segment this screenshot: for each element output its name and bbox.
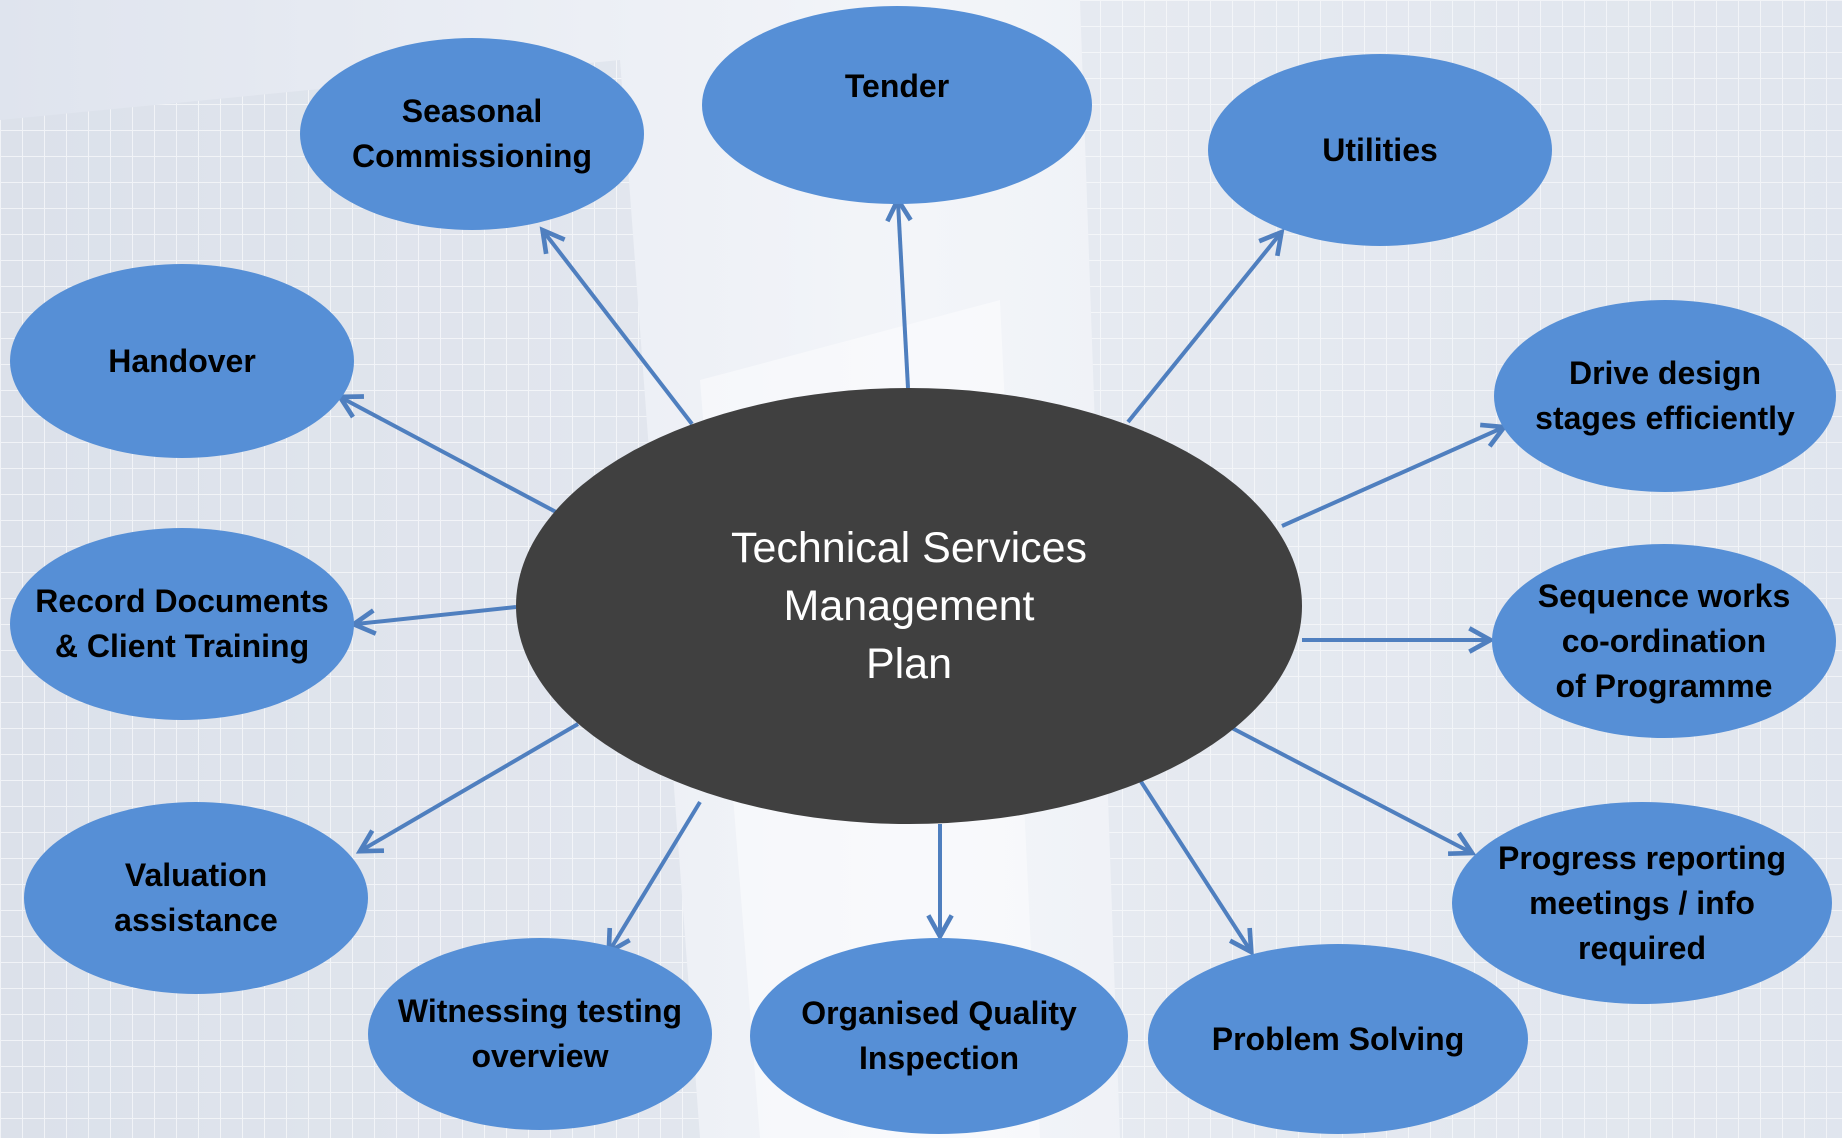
arrow-to-seasonal-commissioning xyxy=(544,232,694,426)
node-drive-design: Drive design stages efficiently xyxy=(1494,300,1836,492)
node-label: Utilities xyxy=(1322,131,1438,168)
arrow-to-valuation xyxy=(362,722,580,850)
node-quality-inspection: Organised Quality Inspection xyxy=(750,938,1128,1134)
node-label: Drive design stages efficiently xyxy=(1535,355,1795,436)
node-witnessing-testing: Witnessing testing overview xyxy=(368,938,712,1130)
node-label: Seasonal Commissioning xyxy=(351,93,592,174)
central-node-label: Technical Services Management Plan xyxy=(730,524,1088,688)
node-label: Valuation assistance xyxy=(114,857,278,938)
arrow-to-tender xyxy=(898,202,908,389)
node-label: Organised Quality Inspection xyxy=(801,995,1077,1076)
node-tender: Tender xyxy=(702,6,1092,204)
node-label: Tender xyxy=(844,68,950,104)
central-node: Technical Services Management Plan xyxy=(516,388,1302,824)
node-seasonal-commissioning: Seasonal Commissioning xyxy=(300,38,644,230)
node-label: Problem Solving xyxy=(1211,1020,1465,1057)
node-valuation: Valuation assistance xyxy=(24,802,368,994)
arrow-to-progress-reporting xyxy=(1231,726,1470,852)
node-label: Witnessing testing overview xyxy=(397,993,683,1074)
node-handover: Handover xyxy=(10,264,354,458)
arrow-to-utilities xyxy=(1126,234,1280,424)
arrow-to-handover xyxy=(342,398,557,514)
node-label: Record Documents & Client Training xyxy=(35,583,329,664)
node-label: Handover xyxy=(108,342,256,379)
arrow-to-record-documents xyxy=(356,605,517,624)
node-label: Sequence works co-ordination of Programm… xyxy=(1537,577,1791,704)
arrow-to-problem-solving xyxy=(1138,778,1250,950)
node-utilities: Utilities xyxy=(1208,54,1552,246)
arrow-to-drive-design xyxy=(1281,428,1502,528)
node-progress-reporting: Progress reporting meetings / info requi… xyxy=(1452,802,1832,1004)
node-problem-solving: Problem Solving xyxy=(1148,944,1528,1134)
node-record-documents: Record Documents & Client Training xyxy=(10,528,354,720)
node-label: Progress reporting meetings / info requi… xyxy=(1497,839,1787,966)
arrow-to-witnessing-testing xyxy=(610,800,702,950)
node-sequence-works: Sequence works co-ordination of Programm… xyxy=(1492,544,1836,738)
